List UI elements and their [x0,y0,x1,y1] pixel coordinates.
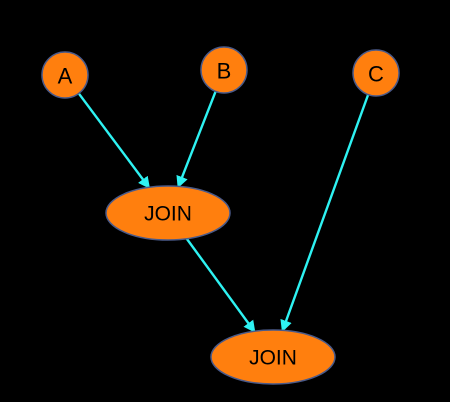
node-B-shape [200,46,248,94]
edge-A-to-join1 [77,92,151,189]
edge-B-to-join1 [176,90,217,189]
node-join1-shape [105,185,231,241]
node-join1[interactable]: JOIN [105,185,231,241]
node-A-label: A [58,64,73,89]
node-C[interactable]: C [352,49,400,97]
node-B-label: B [217,59,232,84]
node-join2-label: JOIN [249,347,297,370]
node-B[interactable]: B [200,46,248,94]
edges-layer [77,90,370,333]
edge-join1-to-join2 [185,238,256,333]
nodes-layer: A B C JOIN JOIN [41,46,400,385]
edge-C-to-join2 [280,94,370,333]
node-C-label: C [368,62,384,87]
node-A-shape [41,51,89,99]
node-join2-shape [210,329,336,385]
node-A[interactable]: A [41,51,89,99]
node-C-shape [352,49,400,97]
node-join1-label: JOIN [144,203,192,226]
node-join2[interactable]: JOIN [210,329,336,385]
